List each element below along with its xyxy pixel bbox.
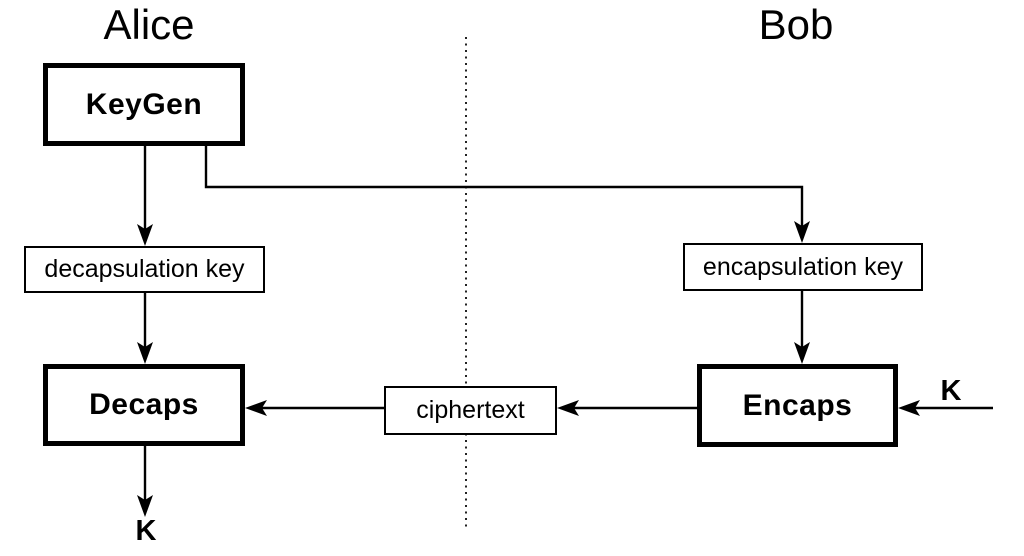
arrow-encaps-to-ciphertext — [557, 400, 697, 416]
shared-key-input-label: K — [940, 375, 962, 407]
arrow-decaps-to-key-output — [137, 446, 153, 517]
ciphertext-box: ciphertext — [384, 386, 557, 435]
bob-title: Bob — [758, 1, 834, 48]
arrow-decapsulation-key-to-decaps — [137, 293, 153, 364]
arrow-keygen-to-encapsulation-key — [204, 146, 810, 243]
encapsulation-key-box: encapsulation key — [683, 243, 923, 291]
alice-title: Alice — [103, 1, 195, 48]
arrow-ciphertext-to-decaps — [245, 400, 384, 416]
arrow-encapsulation-key-to-encaps — [794, 291, 810, 364]
ciphertext-label: ciphertext — [416, 396, 525, 424]
decapsulation-key-box: decapsulation key — [24, 246, 265, 293]
keygen-box: KeyGen — [43, 63, 245, 146]
shared-key-output-label: K — [135, 515, 157, 547]
keygen-label: KeyGen — [85, 87, 203, 121]
decaps-label: Decaps — [89, 388, 199, 421]
encaps-box: Encaps — [697, 364, 898, 447]
encaps-label: Encaps — [742, 388, 853, 422]
arrow-key-input-to-encaps — [898, 400, 993, 416]
decapsulation-key-label: decapsulation key — [44, 255, 245, 283]
arrow-keygen-to-decapsulation-key — [137, 146, 153, 246]
encapsulation-key-label: encapsulation key — [702, 252, 904, 281]
decaps-box: Decaps — [43, 364, 245, 446]
